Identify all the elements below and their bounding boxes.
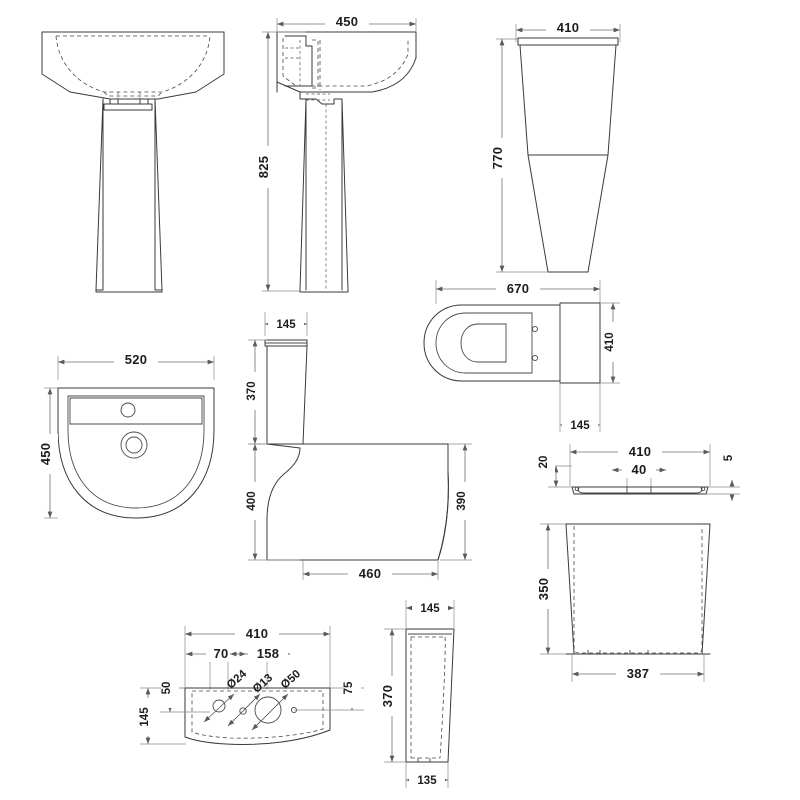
dim-hole-edge-offset: 75 (294, 681, 364, 711)
dim-lid-width: 410 (569, 444, 711, 486)
dim-hole-offset-2: 158 (230, 646, 290, 690)
dim-toilet-height: 770 (490, 38, 548, 273)
dim-cistern-side-base-width: 135 (405, 762, 449, 788)
dim-basin-depth: 450 (276, 14, 417, 42)
dim-label-toilet-width: 410 (557, 20, 580, 35)
view-toilet-plan: 670 410 145 (423, 280, 622, 432)
view-cistern-lid-section: 410 40 20 5 (538, 444, 740, 501)
view-basin-plan: 520 450 (38, 352, 215, 519)
dim-cistern-top-depth: 145 (139, 687, 186, 745)
dim-label-toilet-projection: 670 (507, 281, 530, 296)
view-cistern-side-elevation: 145 370 135 (380, 600, 455, 788)
dim-basin-height: 825 (256, 31, 306, 292)
dim-cistern-base-width: 387 (571, 654, 705, 682)
dim-label-cistern-side-base-width: 135 (417, 775, 437, 787)
dim-label-lid-button-width: 40 (631, 462, 646, 477)
dim-label-basin-depth: 450 (336, 14, 359, 29)
dim-label-cistern-side-height: 370 (380, 685, 395, 708)
dim-label-hole-offset-2: 158 (257, 646, 280, 661)
dim-toilet-width: 410 (515, 20, 621, 42)
dim-basin-plan-width: 520 (57, 352, 215, 380)
dim-cistern-side-height: 370 (380, 628, 406, 763)
dim-pan-length: 460 (302, 560, 439, 582)
dim-label-cistern-depth: 145 (276, 319, 296, 331)
dim-label-cistern-base-width: 387 (627, 666, 650, 681)
dim-label-seat-height: 390 (456, 491, 468, 510)
dim-label-hole-edge-offset: 75 (343, 681, 355, 694)
callout-hole-13: Ø13 (251, 672, 275, 695)
dim-label-lid-thickness: 5 (723, 454, 735, 461)
dim-cistern-plan-depth: 145 (559, 383, 601, 432)
dim-label-toilet-plan-width: 410 (604, 332, 616, 351)
dim-label-cistern-top-depth: 145 (139, 707, 151, 727)
dim-hole-offset-1: 70 (186, 646, 246, 690)
dim-label-pan-height: 400 (246, 491, 258, 510)
dim-label-hole-offset-1: 70 (213, 646, 228, 661)
dim-label-cistern-top-width: 410 (246, 626, 269, 641)
dim-label-cistern-side-top-width: 145 (420, 603, 440, 615)
dim-label-hole-row-offset: 50 (161, 682, 173, 695)
dim-toilet-plan-width: 410 (600, 302, 622, 384)
dim-seat-height: 390 (440, 443, 474, 561)
view-basin-front-elevation (41, 31, 225, 293)
dim-cistern-side-top-width: 145 (405, 600, 455, 628)
view-toilet-side-elevation: 145 370 400 460 (246, 312, 474, 582)
dim-cistern-top-width: 410 (184, 626, 331, 688)
dim-label-lid-width: 410 (629, 444, 652, 459)
dim-hole-row-offset: 50 (160, 682, 210, 713)
dim-basin-plan-depth: 450 (38, 387, 58, 519)
dim-pan-height: 400 (246, 443, 300, 561)
dim-label-cistern-plan-depth: 145 (570, 420, 590, 432)
dim-label-pan-length: 460 (359, 566, 382, 581)
dim-lid-button-width: 40 (612, 462, 666, 488)
dim-label-basin-plan-width: 520 (125, 352, 148, 367)
dim-lid-thickness: 5 (706, 452, 740, 501)
dim-cistern-height: 370 (246, 339, 267, 445)
dim-label-cistern-height: 370 (246, 381, 258, 400)
dim-toilet-projection: 670 (435, 280, 601, 304)
view-toilet-front-elevation: 410 770 (490, 20, 621, 273)
dim-label-lid-offset: 20 (538, 456, 550, 469)
dim-cistern-body-height: 350 (536, 523, 566, 655)
dim-label-basin-plan-depth: 450 (38, 443, 53, 466)
view-cistern-rear-elevation: 350 387 (536, 523, 711, 682)
view-cistern-top-plan: 410 70 158 Ø24 Ø13 Ø50 (139, 626, 364, 745)
dim-label-basin-height: 825 (256, 156, 271, 179)
dim-lid-offset: 20 (538, 456, 572, 488)
dim-label-cistern-body-height: 350 (536, 578, 551, 601)
dim-label-toilet-height: 770 (490, 147, 505, 170)
view-basin-side-elevation: 450 825 (256, 14, 417, 293)
dim-cistern-depth: 145 (264, 312, 308, 336)
